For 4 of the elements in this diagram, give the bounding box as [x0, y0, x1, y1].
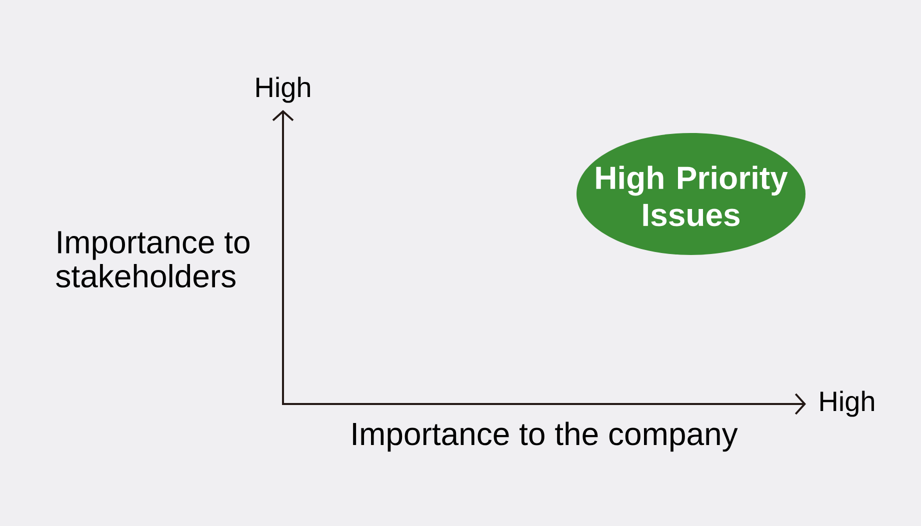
axis-title: Importance to the company — [353, 422, 738, 452]
axis-label: High — [256, 76, 310, 103]
axis-title: Importance to stakeholders — [56, 231, 250, 288]
axis-label: High — [820, 390, 874, 417]
